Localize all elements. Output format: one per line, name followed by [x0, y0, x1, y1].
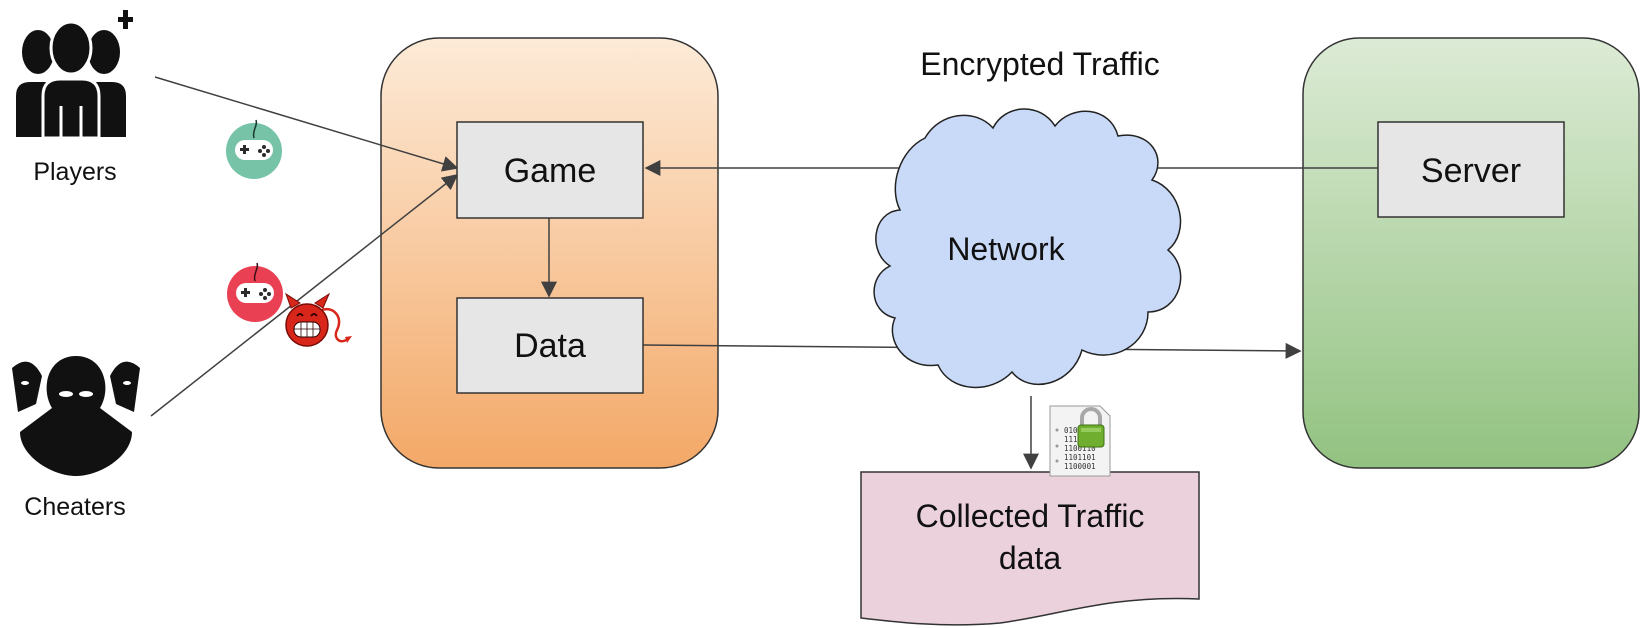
collected-traffic-label-line1: Collected Traffic [916, 498, 1145, 534]
players-label: Players [33, 158, 116, 186]
encrypted-file-lock-icon: 010 111 1100110 1101101 1100001 [1049, 405, 1111, 477]
cheaters-label: Cheaters [24, 493, 125, 521]
collected-traffic-document [860, 471, 1200, 626]
binary-line-3: 1100110 [1064, 444, 1096, 453]
players-to-game-arrow [154, 76, 459, 172]
devil-icon [285, 292, 352, 347]
cheater-controller-icon [227, 262, 283, 322]
game-box [456, 121, 644, 219]
cheaters-to-game-arrow [150, 174, 459, 417]
network-cloud [873, 108, 1182, 389]
server-label: Server [1421, 152, 1521, 190]
server-container [1302, 37, 1640, 469]
data-label: Data [514, 327, 586, 365]
cheaters-group-icon [12, 356, 140, 476]
collected-traffic-label-line2: data [999, 540, 1061, 576]
binary-line-1: 010 [1064, 426, 1078, 435]
players-group-icon [16, 10, 133, 140]
server-box [1377, 121, 1565, 218]
player-controller-icon [226, 119, 282, 179]
data-box [456, 297, 644, 394]
binary-line-2: 111 [1064, 435, 1078, 444]
game-label: Game [504, 152, 597, 190]
encrypted-traffic-label: Encrypted Traffic [920, 46, 1160, 82]
binary-line-5: 1100001 [1064, 462, 1096, 471]
network-label: Network [947, 231, 1065, 267]
binary-line-4: 1101101 [1064, 453, 1096, 462]
